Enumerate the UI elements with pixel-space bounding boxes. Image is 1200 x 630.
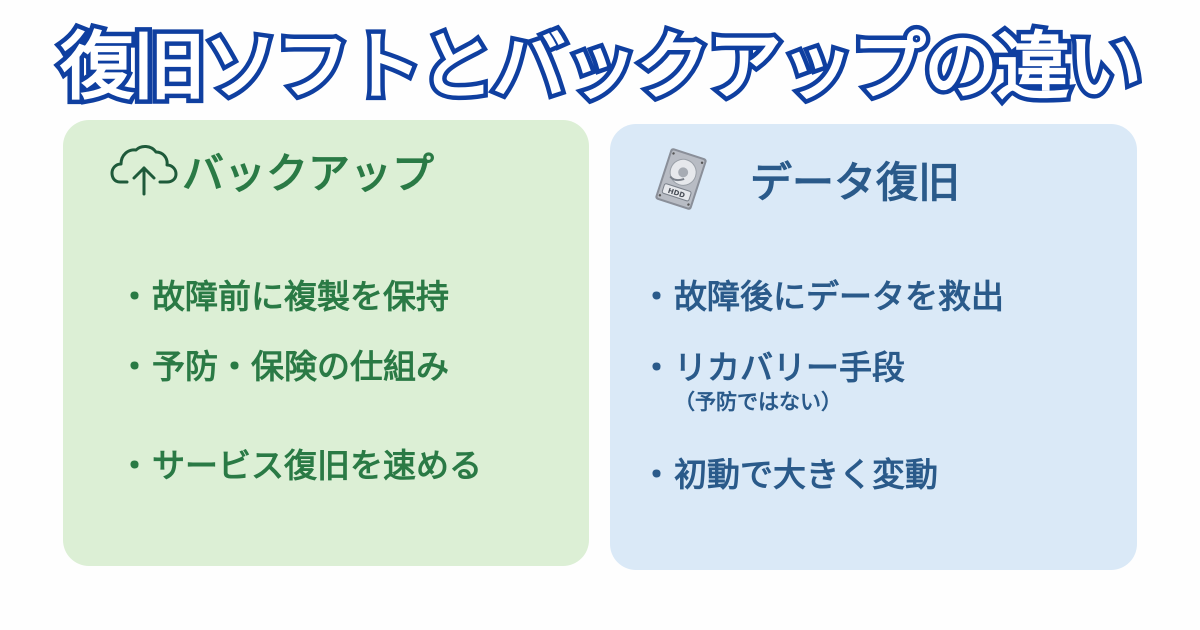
recovery-heading-text: データ復旧	[750, 157, 961, 207]
hdd-icon: HDD	[655, 148, 707, 210]
list-item-text: リカバリー手段	[674, 348, 905, 387]
backup-heading-text: バックアップ	[182, 148, 435, 198]
list-item: ・ 初動で大きく変動	[640, 455, 938, 495]
list-item: ・ サービス復旧を速める	[118, 446, 482, 486]
cloud-upload-icon	[110, 145, 178, 196]
bullet-marker: ・	[118, 446, 151, 485]
list-item-text: 故障後にデータを救出	[674, 277, 1004, 316]
list-item: ・ 予防・保険の仕組み	[118, 347, 449, 387]
list-item-note: （予防ではない）	[674, 390, 842, 414]
bullet-marker: ・	[640, 277, 673, 316]
recovery-heading: HDD データ復旧	[650, 148, 960, 210]
list-item-text: 予防・保険の仕組み	[152, 347, 449, 386]
list-item: ・ リカバリー手段 （予防ではない）	[640, 348, 905, 414]
list-item: ・ 故障後にデータを救出	[640, 277, 1004, 317]
bullet-marker: ・	[640, 348, 673, 387]
list-item-text: 初動で大きく変動	[674, 455, 938, 494]
bullet-marker: ・	[118, 347, 151, 386]
list-item-text: サービス復旧を速める	[152, 446, 482, 485]
backup-card: バックアップ ・ 故障前に複製を保持 ・ 予防・保険の仕組み ・ サービス復旧を…	[63, 120, 589, 566]
backup-heading: バックアップ	[110, 142, 434, 198]
recovery-card: HDD データ復旧 ・ 故障後にデータを救出 ・ リカバリー手段 （予防ではない…	[610, 124, 1137, 570]
bullet-marker: ・	[118, 277, 151, 316]
list-item-text: 故障前に複製を保持	[152, 277, 449, 316]
page-title: 復旧ソフトとバックアップの違い	[56, 20, 1147, 115]
list-item: ・ 故障前に複製を保持	[118, 277, 449, 317]
bullet-marker: ・	[640, 455, 673, 494]
